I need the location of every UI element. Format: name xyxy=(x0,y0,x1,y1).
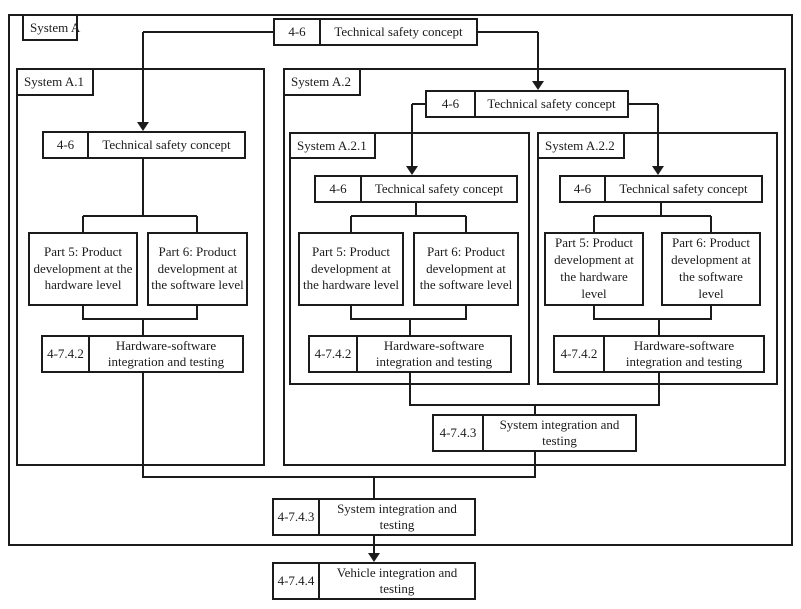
box-label: Hardware-software integration and testin… xyxy=(625,337,743,369)
arrowhead-to-a2-tsc xyxy=(532,81,544,90)
label-system-a: System A xyxy=(22,14,81,41)
box-label: Part 6: Product development at the softw… xyxy=(151,243,244,293)
label-system-a2: System A.2 xyxy=(283,68,361,96)
box-label: Technical safety concept xyxy=(487,95,616,111)
arrowhead-to-a1-tsc xyxy=(137,122,149,131)
container-system-a xyxy=(8,14,793,546)
box-vehicle-integration: 4-7.4.4 Vehicle integration and testing xyxy=(272,562,476,600)
box-part6-a1: Part 6: Product development at the softw… xyxy=(147,232,248,306)
box-tsc-a1: 4-6 Technical safety concept xyxy=(42,131,246,159)
clause-ref: 4-6 xyxy=(44,133,89,157)
box-label: Hardware-software integration and testin… xyxy=(107,337,225,369)
label-system-a2-2-text: System A.2.2 xyxy=(545,137,615,153)
label-system-a1-text: System A.1 xyxy=(24,74,84,89)
box-part6-a2-2: Part 6: Product development at the softw… xyxy=(661,232,761,306)
box-label: Part 5: Product development at the hardw… xyxy=(554,235,634,301)
clause-ref: 4-6 xyxy=(275,20,321,44)
box-label: System integration and testing xyxy=(499,416,620,448)
box-hwsw-integration-a2-2: 4-7.4.2 Hardware-software integration an… xyxy=(553,335,765,373)
box-system-integration-a: 4-7.4.3 System integration and testing xyxy=(272,498,476,536)
box-tsc-a2: 4-6 Technical safety concept xyxy=(425,90,629,118)
clause-ref: 4-7.4.2 xyxy=(555,337,605,371)
box-part5-a1: Part 5: Product development at the hardw… xyxy=(28,232,138,306)
box-label: System integration and testing xyxy=(337,500,457,532)
arrowheads xyxy=(137,81,664,562)
clause-ref: 4-7.4.2 xyxy=(43,337,90,371)
box-label: Part 5: Product development at the hardw… xyxy=(302,243,399,293)
wire-a2-2-tree xyxy=(593,203,712,406)
box-label: Technical safety concept xyxy=(102,136,231,152)
label-system-a2-2: System A.2.2 xyxy=(537,132,625,159)
box-part5-a2-2: Part 5: Product development at the hardw… xyxy=(544,232,644,306)
label-system-a2-1-text: System A.2.1 xyxy=(297,137,367,153)
clause-ref: 4-6 xyxy=(561,177,606,201)
label-system-a2-1: System A.2.1 xyxy=(289,132,376,159)
container-system-a1 xyxy=(16,68,265,466)
box-label: Hardware-software integration and testin… xyxy=(375,337,493,369)
clause-ref: 4-7.4.3 xyxy=(434,416,484,450)
label-system-a-text: System A xyxy=(30,19,81,35)
box-label: Part 6: Product development at the softw… xyxy=(419,243,513,293)
box-label: Part 5: Product development at the hardw… xyxy=(33,243,133,293)
box-hwsw-integration-a2-1: 4-7.4.2 Hardware-software integration an… xyxy=(308,335,512,373)
clause-ref: 4-6 xyxy=(316,177,362,201)
box-label: Technical safety concept xyxy=(334,23,463,39)
box-label: Part 6: Product development at the softw… xyxy=(671,235,751,301)
arrowhead-to-a2-1-tsc xyxy=(406,166,418,175)
arrowhead-to-vehicle-integration xyxy=(368,553,380,562)
box-tsc-root: 4-6 Technical safety concept xyxy=(273,18,478,46)
box-hwsw-integration-a1: 4-7.4.2 Hardware-software integration an… xyxy=(41,335,244,373)
box-label: Technical safety concept xyxy=(619,180,748,196)
clause-ref: 4-7.4.2 xyxy=(310,337,358,371)
clause-ref: 4-6 xyxy=(427,92,476,116)
wire-junctions xyxy=(143,404,659,554)
box-system-integration-a2: 4-7.4.3 System integration and testing xyxy=(432,414,637,452)
label-system-a2-text: System A.2 xyxy=(291,74,351,89)
wire-a1-tree xyxy=(82,159,198,478)
wire-a2-1-tree xyxy=(350,203,467,406)
box-label: Vehicle integration and testing xyxy=(336,564,458,596)
wire-root-feeds xyxy=(142,31,659,167)
label-system-a1: System A.1 xyxy=(16,68,94,96)
clause-ref: 4-7.4.4 xyxy=(274,564,320,598)
box-part6-a2-1: Part 6: Product development at the softw… xyxy=(413,232,519,306)
arrowhead-to-a2-2-tsc xyxy=(652,166,664,175)
box-tsc-a2-2: 4-6 Technical safety concept xyxy=(559,175,763,203)
clause-ref: 4-7.4.3 xyxy=(274,500,320,534)
box-label: Technical safety concept xyxy=(374,180,504,196)
box-tsc-a2-1: 4-6 Technical safety concept xyxy=(314,175,518,203)
box-part5-a2-1: Part 5: Product development at the hardw… xyxy=(298,232,404,306)
